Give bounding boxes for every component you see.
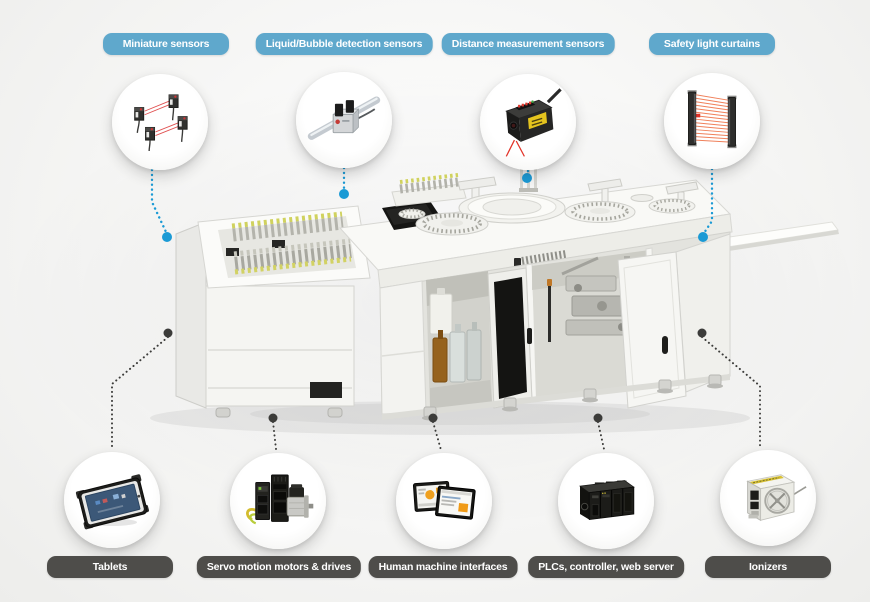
glass-bottle xyxy=(466,329,482,381)
ionizer-icon xyxy=(746,474,807,522)
connector-safety-curtain xyxy=(702,167,714,235)
connector-dot xyxy=(697,328,707,338)
sample-tube-racks xyxy=(231,211,352,275)
connector-hmi xyxy=(432,421,442,451)
miniature-sensors-badge[interactable]: Miniature sensors xyxy=(103,33,229,55)
connector-dot xyxy=(593,413,603,423)
ionizer-image[interactable] xyxy=(720,450,816,546)
distance-sensor-icon xyxy=(505,88,562,157)
distance-sensors-badge[interactable]: Distance measurement sensors xyxy=(441,33,615,55)
door-handle xyxy=(662,336,668,354)
connector-ionizers xyxy=(701,336,761,449)
tablet-icon xyxy=(75,474,149,530)
servo-motors-badge[interactable]: Servo motion motors & drives xyxy=(196,556,362,578)
connector-servo xyxy=(272,421,277,450)
liquid-bubble-sensor-icon xyxy=(307,96,381,140)
vent-panel xyxy=(310,382,342,398)
connector-plc xyxy=(597,421,605,450)
connector-miniature-sensors xyxy=(150,168,168,234)
connector-dot xyxy=(428,413,438,423)
glass-bottle xyxy=(449,331,466,383)
connector-dot xyxy=(522,173,532,183)
plc-controller-image[interactable] xyxy=(558,453,654,549)
reagent-bottle-bay xyxy=(426,271,492,410)
liquid-bubble-sensor-image[interactable] xyxy=(296,72,392,168)
door-handle xyxy=(527,328,532,344)
tablet-image[interactable] xyxy=(64,452,160,548)
analyzer-deck xyxy=(338,166,839,304)
amber-bottle xyxy=(432,337,448,383)
hmi-panel-image[interactable] xyxy=(396,453,492,549)
safety-light-curtains-badge[interactable]: Safety light curtains xyxy=(649,33,775,55)
safety-light-curtain-image[interactable] xyxy=(664,73,760,169)
machine-floor-shadow xyxy=(150,401,750,435)
reagent-strip-rack xyxy=(521,250,567,265)
rear-tube-rack xyxy=(391,173,467,207)
safety-light-curtain-icon xyxy=(687,90,737,149)
plc-controller-icon xyxy=(578,480,635,520)
plc-badge[interactable]: PLCs, controller, web server xyxy=(528,556,684,578)
hmi-panel-icon xyxy=(412,480,476,520)
fluidics-bay xyxy=(532,250,650,400)
robotic-arms xyxy=(457,176,699,215)
reagent-carousels xyxy=(398,192,696,236)
ionizers-badge[interactable]: Ionizers xyxy=(705,556,831,578)
sample-loader-module xyxy=(175,205,371,418)
connector-dot xyxy=(698,232,708,242)
servo-motor-drive-icon xyxy=(246,474,314,525)
connector-dot xyxy=(162,232,172,242)
hmi-badge[interactable]: Human machine interfaces xyxy=(368,556,518,578)
connector-distance-sensor xyxy=(526,169,530,176)
liquid-bubble-sensors-badge[interactable]: Liquid/Bubble detection sensors xyxy=(255,33,433,55)
connector-dot xyxy=(339,189,349,199)
connector-tablets xyxy=(111,336,169,451)
deck-display-panel xyxy=(382,201,444,230)
miniature-sensors-icon xyxy=(134,94,188,151)
open-door-black xyxy=(487,267,533,409)
servo-motor-drive-image[interactable] xyxy=(230,453,326,549)
tablets-badge[interactable]: Tablets xyxy=(47,556,173,578)
lower-cabinets xyxy=(379,231,731,421)
leveling-feet xyxy=(422,374,723,421)
miniature-sensors-image[interactable] xyxy=(112,74,208,170)
connector-dot xyxy=(163,328,173,338)
distance-sensor-image[interactable] xyxy=(480,74,576,170)
analyzer-machine-illustration xyxy=(150,166,839,435)
open-door-white xyxy=(617,251,687,409)
connector-dot xyxy=(268,413,278,423)
